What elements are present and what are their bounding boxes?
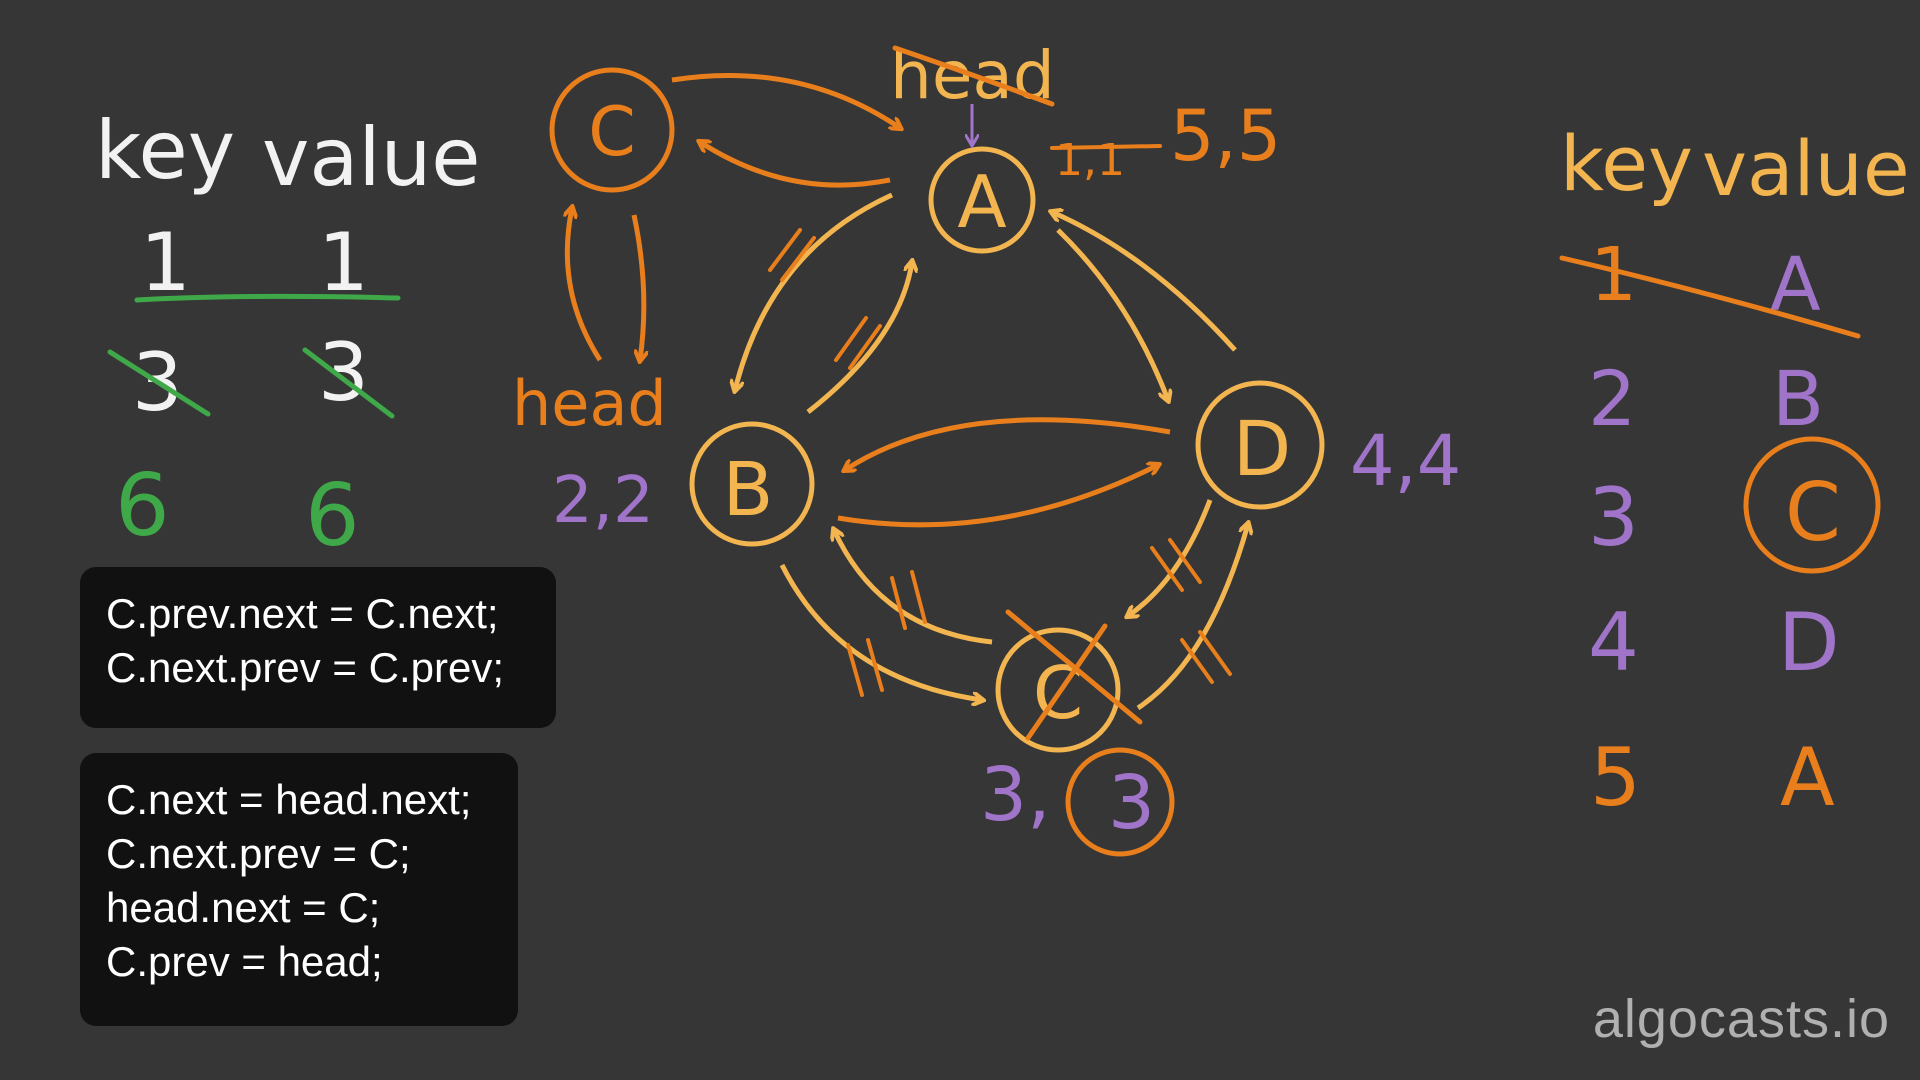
code-line: C.next.prev = C;	[106, 830, 411, 877]
right-table-row-4-value: D	[1778, 596, 1840, 689]
node-c-old: C	[995, 609, 1143, 753]
right-key-value-table: key value 1 A 2 B 3 C 4 D 5 A	[1559, 119, 1910, 824]
node-c-annotation: 3, 3	[980, 747, 1175, 857]
edge-a-b-strikes	[768, 228, 882, 370]
edge-d-to-b	[845, 417, 1171, 470]
head-label-top: head	[890, 37, 1055, 144]
edge-b-to-a	[806, 262, 912, 414]
right-table-row-2-key: 2	[1588, 354, 1636, 443]
node-d: D	[1195, 380, 1325, 510]
edge-a-to-b	[735, 192, 894, 390]
right-table-value-header: value	[1702, 124, 1910, 213]
edge-a-to-c-new	[700, 142, 891, 188]
code-line: C.prev.next = C.next;	[106, 590, 499, 637]
node-b: B	[689, 421, 815, 547]
left-table-value-header: value	[262, 111, 481, 204]
left-table-row-1-key: 1	[140, 216, 191, 309]
node-a-annotation-new: 5,5	[1170, 95, 1281, 177]
node-a-label: A	[957, 160, 1006, 244]
left-table-underline	[134, 293, 401, 303]
node-a-annotation: 1,1 5,5	[1050, 95, 1281, 186]
node-a: A	[928, 146, 1036, 254]
edge-d-c-strikes	[1150, 538, 1232, 684]
right-table-row-4-key: 4	[1588, 596, 1639, 689]
edge-c-old-to-b	[834, 530, 993, 645]
left-table-row-2-value-strike	[302, 347, 395, 419]
head-label-top-strike	[892, 45, 1055, 107]
code-line: C.next = head.next;	[106, 776, 472, 823]
edge-d-to-c-old	[1128, 499, 1213, 616]
node-a-annotation-struck: 1,1	[1055, 135, 1125, 186]
edge-c-new-to-a	[671, 73, 900, 128]
node-c-new: C	[549, 67, 675, 193]
edge-d-to-a	[1052, 212, 1237, 352]
right-table-row-5-value: A	[1780, 731, 1835, 824]
edge-c-old-to-d	[1136, 524, 1248, 711]
left-table-row-3-key: 6	[115, 456, 170, 556]
edge-a-to-d	[1056, 228, 1168, 400]
left-table-row-2-key-strike	[107, 349, 211, 417]
left-table-row-2-value: 3	[318, 326, 369, 419]
node-c-new-label: C	[588, 93, 635, 172]
node-c-annotation-circled: 3	[1108, 760, 1155, 846]
left-table-row-1-value: 1	[318, 216, 369, 309]
right-table-row-1-strike	[1559, 255, 1861, 339]
node-c-old-cross	[1005, 609, 1143, 741]
right-table-row-2-value: B	[1772, 354, 1824, 443]
node-d-label: D	[1233, 404, 1292, 493]
left-table-key-header: key	[95, 104, 235, 197]
node-b-annotation: 2,2	[552, 464, 654, 538]
code-block-remove: C.prev.next = C.next; C.next.prev = C.pr…	[80, 567, 556, 728]
edge-head-up	[567, 208, 603, 362]
edge-c-new-down	[631, 214, 644, 360]
edge-b-to-d	[837, 465, 1158, 528]
node-d-annotation: 4,4	[1350, 420, 1461, 502]
left-key-value-table: key value 1 1 3 3 6 6	[95, 104, 481, 566]
watermark-logo: algocasts.io	[1592, 989, 1890, 1049]
edge-b-to-c-old	[779, 563, 982, 700]
node-a-annotation-strike	[1050, 144, 1162, 150]
edge-b-c-strikes	[846, 570, 927, 697]
code-line: head.next = C;	[106, 884, 381, 931]
right-table-key-header: key	[1560, 119, 1693, 208]
code-line: C.prev = head;	[106, 938, 383, 985]
right-table-row-3-key: 3	[1588, 471, 1639, 564]
node-c-annotation-prefix: 3,	[980, 752, 1051, 838]
right-table-row-3-value: C	[1785, 466, 1841, 559]
head-label-left: head	[512, 367, 667, 440]
code-line: C.next.prev = C.prev;	[106, 644, 504, 691]
code-block-insert-after-head: C.next = head.next; C.next.prev = C; hea…	[80, 753, 518, 1026]
linked-list-diagram: C A B D C head head	[512, 37, 1461, 857]
left-table-row-3-value: 6	[305, 466, 360, 566]
node-b-label: B	[723, 447, 774, 533]
right-table-row-5-key: 5	[1590, 731, 1641, 824]
